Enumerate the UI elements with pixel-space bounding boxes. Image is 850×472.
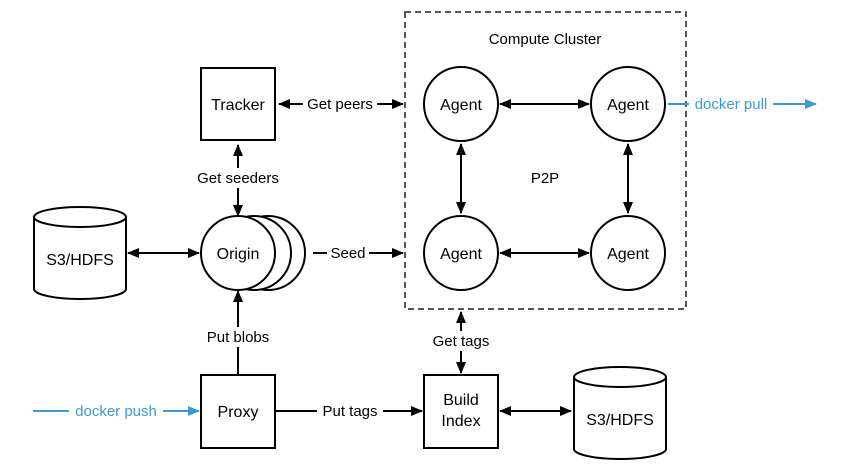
p2p-label: P2P xyxy=(531,170,559,187)
tracker-label: Tracker xyxy=(211,97,265,114)
agent-label: Agent xyxy=(607,246,649,263)
docker-push-label: docker push xyxy=(75,403,157,420)
get-seeders-label: Get seeders xyxy=(197,170,279,187)
put-blobs-label: Put blobs xyxy=(207,329,270,346)
compute-cluster-title: Compute Cluster xyxy=(489,31,602,48)
agent-label: Agent xyxy=(607,97,649,114)
tracker-node: Tracker xyxy=(200,67,276,141)
build-index-label-line1: Build xyxy=(443,392,479,409)
agent-label: Agent xyxy=(440,246,482,263)
agent-node-top-left: Agent xyxy=(423,66,499,142)
compute-cluster-border xyxy=(404,11,687,310)
storage-right-node: S3/HDFS xyxy=(573,366,667,460)
storage-left-node: S3/HDFS xyxy=(33,206,127,300)
agent-label: Agent xyxy=(440,97,482,114)
origin-label: Origin xyxy=(217,246,260,263)
proxy-label: Proxy xyxy=(218,404,259,421)
docker-pull-label: docker pull xyxy=(695,96,768,113)
proxy-node: Proxy xyxy=(200,374,276,449)
get-peers-label: Get peers xyxy=(307,96,373,113)
get-tags-label: Get tags xyxy=(433,333,490,350)
nodes: Tracker Origin Proxy Build Index S3/HDFS xyxy=(33,66,667,460)
put-tags-label: Put tags xyxy=(322,403,377,420)
origin-node: Origin xyxy=(200,215,306,291)
storage-left-label: S3/HDFS xyxy=(46,252,114,269)
storage-right-label: S3/HDFS xyxy=(586,412,654,429)
agent-node-bottom-left: Agent xyxy=(423,215,499,291)
compute-cluster: Compute Cluster P2P xyxy=(404,11,687,310)
agent-node-top-right: Agent xyxy=(590,66,666,142)
seed-label: Seed xyxy=(330,245,365,262)
edge-labels: Get peers Get seeders Seed Put blobs Get… xyxy=(69,94,773,421)
build-index-node: Build Index xyxy=(423,374,499,449)
build-index-label-line2: Index xyxy=(441,413,480,430)
agent-node-bottom-right: Agent xyxy=(590,215,666,291)
